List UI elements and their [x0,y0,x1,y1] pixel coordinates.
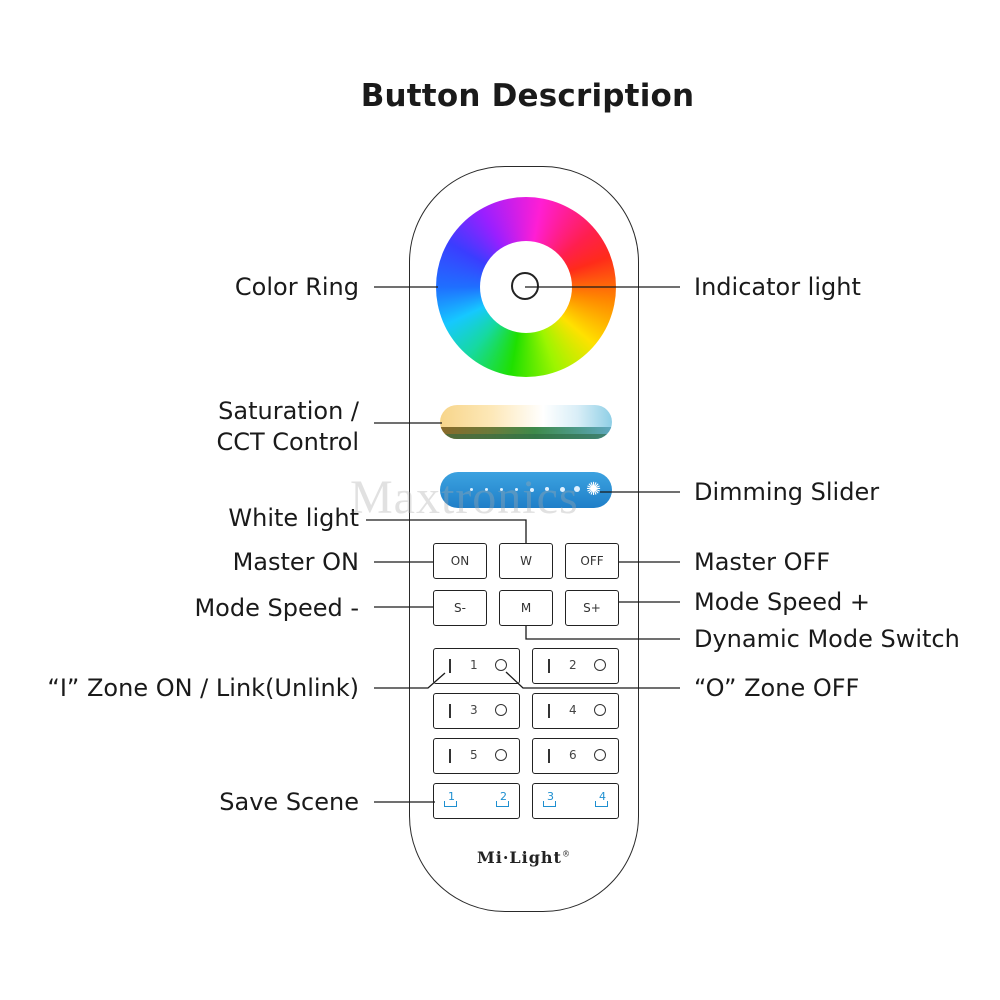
label-white-light: White light [228,504,359,532]
label-mode-speed-plus: Mode Speed + [694,588,870,616]
zone-number: 5 [470,748,478,762]
zone-off-icon[interactable] [495,749,507,761]
label-dynamic-mode-switch: Dynamic Mode Switch [694,625,960,653]
line-zone-on [374,672,446,689]
zone-button-4[interactable]: 4 [532,693,619,729]
scene-1-label[interactable]: 1 [448,790,455,803]
brand-logo: Mi·Light® [477,848,571,867]
label-mode-speed-minus: Mode Speed - [194,594,359,622]
zone-button-1[interactable]: 1 [433,648,520,684]
mode-speed-minus-button[interactable]: S- [433,590,487,626]
zone-number: 3 [470,703,478,717]
label-zone-off: “O” Zone OFF [694,674,860,702]
zone-number: 6 [569,748,577,762]
label-saturation: Saturation / [218,397,359,425]
label-color-ring: Color Ring [234,273,359,301]
save-scene-button-1-2[interactable]: 1 2 [433,783,520,819]
scene-2-icon [496,801,509,807]
zone-on-icon[interactable] [449,749,451,763]
label-cct-control: CCT Control [216,428,359,456]
scene-4-label[interactable]: 4 [599,790,606,803]
zone-button-5[interactable]: 5 [433,738,520,774]
zone-number: 4 [569,703,577,717]
indicator-light [511,272,539,300]
zone-button-2[interactable]: 2 [532,648,619,684]
mode-switch-button[interactable]: M [499,590,553,626]
scene-3-label[interactable]: 3 [547,790,554,803]
label-master-on: Master ON [232,548,359,576]
master-on-button[interactable]: ON [433,543,487,579]
zone-off-icon[interactable] [594,659,606,671]
page-title: Button Description [360,78,695,114]
mode-speed-plus-button[interactable]: S+ [565,590,619,626]
line-dynamic-mode [525,626,680,640]
zone-on-icon[interactable] [548,659,550,673]
save-scene-button-3-4[interactable]: 3 4 [532,783,619,819]
zone-button-3[interactable]: 3 [433,693,520,729]
label-master-off: Master OFF [694,548,831,576]
white-light-button[interactable]: W [499,543,553,579]
label-dimming-slider: Dimming Slider [694,478,880,506]
zone-number: 1 [470,658,478,672]
scene-2-label[interactable]: 2 [500,790,507,803]
label-save-scene: Save Scene [219,788,359,816]
scene-3-icon [543,801,556,807]
dimming-slider[interactable] [440,472,612,508]
master-off-button[interactable]: OFF [565,543,619,579]
saturation-cct-slider[interactable] [440,405,612,439]
brightness-sun-icon: ✺ [586,479,602,500]
zone-on-icon[interactable] [548,749,550,763]
zone-off-icon[interactable] [594,749,606,761]
zone-on-icon[interactable] [449,659,451,673]
zone-off-icon[interactable] [495,704,507,716]
zone-button-6[interactable]: 6 [532,738,619,774]
line-zone-off [505,671,680,689]
label-zone-on-link: “I” Zone ON / Link(Unlink) [47,674,359,702]
zone-off-icon[interactable] [495,659,507,671]
zone-number: 2 [569,658,577,672]
label-indicator-light: Indicator light [694,273,861,301]
scene-4-icon [595,801,608,807]
zone-on-icon[interactable] [449,704,451,718]
line-white-light [366,519,527,543]
zone-on-icon[interactable] [548,704,550,718]
zone-off-icon[interactable] [594,704,606,716]
scene-1-icon [444,801,457,807]
